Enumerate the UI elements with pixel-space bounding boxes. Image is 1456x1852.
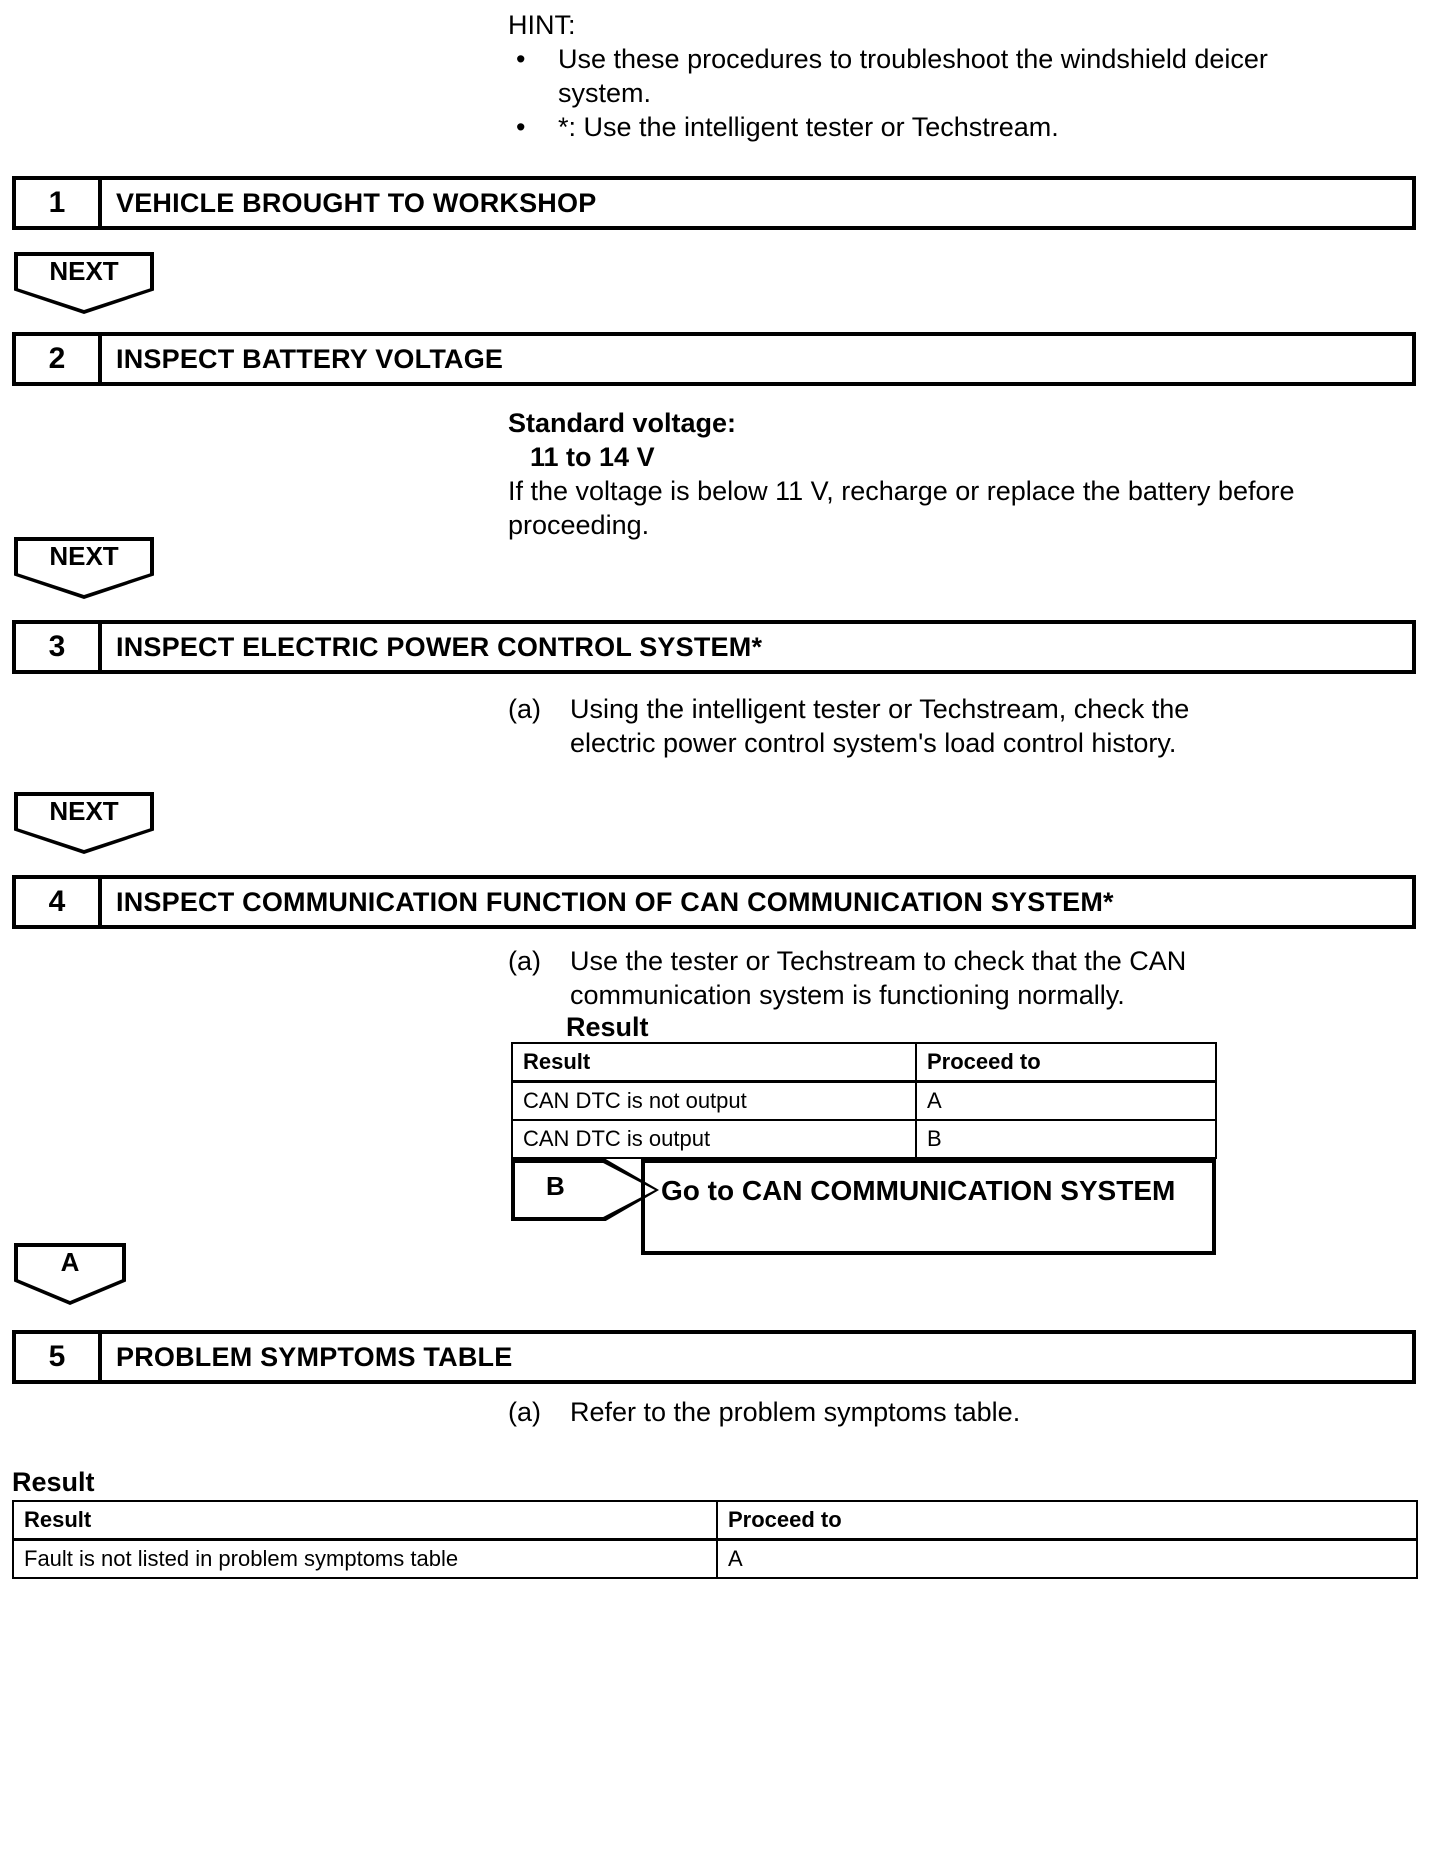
connector-a: A — [14, 1243, 126, 1305]
branch-tag-b: B — [511, 1159, 659, 1221]
step-bar-2: 2 INSPECT BATTERY VOLTAGE — [12, 332, 1416, 386]
cell-proceed-to: A — [716, 1538, 1418, 1579]
connector-label: NEXT — [49, 796, 119, 826]
step-title: VEHICLE BROUGHT TO WORKSHOP — [116, 187, 597, 218]
connector-label: A — [60, 1247, 80, 1277]
procedure-item: (a) Use the tester or Techstream to chec… — [508, 944, 1208, 1012]
table-row: CAN DTC is not output A — [511, 1080, 1217, 1121]
step-2-body: Standard voltage: 11 to 14 V If the volt… — [508, 406, 1308, 542]
bottom-result-heading: Result — [12, 1467, 95, 1497]
step-bar-4: 4 INSPECT COMMUNICATION FUNCTION OF CAN … — [12, 875, 1416, 929]
connector-next: NEXT — [14, 252, 154, 314]
bullet-icon: • — [516, 44, 526, 74]
column-header-result: Result — [511, 1042, 917, 1083]
hint-item: • Use these procedures to troubleshoot t… — [508, 42, 1268, 110]
cell-result: CAN DTC is output — [511, 1119, 917, 1159]
problem-symptoms-result-table: Result Proceed to Fault is not listed in… — [12, 1500, 1418, 1579]
hint-item-text: Use these procedures to troubleshoot the… — [558, 44, 1268, 108]
table-header-row: Result Proceed to — [511, 1042, 1217, 1083]
cell-proceed-to: A — [915, 1080, 1217, 1121]
battery-voltage-note: If the voltage is below 11 V, recharge o… — [508, 476, 1295, 540]
goto-can-communication-system-box[interactable]: Go to CAN COMMUNICATION SYSTEM — [641, 1159, 1216, 1255]
result-heading: Result — [566, 1012, 649, 1042]
step-bar-3: 3 INSPECT ELECTRIC POWER CONTROL SYSTEM* — [12, 620, 1416, 674]
step-bar-5: 5 PROBLEM SYMPTOMS TABLE — [12, 1330, 1416, 1384]
procedure-item: (a) Using the intelligent tester or Tech… — [508, 692, 1208, 760]
hint-list: • Use these procedures to troubleshoot t… — [508, 42, 1268, 144]
goto-label: Go to CAN COMMUNICATION SYSTEM — [661, 1175, 1176, 1206]
step-title: INSPECT COMMUNICATION FUNCTION OF CAN CO… — [116, 886, 1114, 917]
hint-item-text: *: Use the intelligent tester or Techstr… — [558, 112, 1059, 142]
procedure-text: Using the intelligent tester or Techstre… — [570, 694, 1190, 758]
procedure-marker: (a) — [508, 1397, 541, 1427]
standard-voltage-value: 11 to 14 V — [530, 442, 655, 472]
step-number: 4 — [16, 879, 102, 925]
connector-next: NEXT — [14, 537, 154, 599]
step-bar-1: 1 VEHICLE BROUGHT TO WORKSHOP — [12, 176, 1416, 230]
cell-result: Fault is not listed in problem symptoms … — [12, 1538, 718, 1579]
bullet-icon: • — [516, 112, 526, 142]
connector-label: NEXT — [49, 541, 119, 571]
cell-proceed-to: B — [915, 1119, 1217, 1159]
step-number: 5 — [16, 1334, 102, 1380]
step-5-body: (a) Refer to the problem symptoms table. — [508, 1395, 1208, 1429]
step-3-body: (a) Using the intelligent tester or Tech… — [508, 692, 1208, 760]
step-number: 1 — [16, 180, 102, 226]
procedure-text: Refer to the problem symptoms table. — [570, 1397, 1021, 1427]
standard-voltage-label: Standard voltage: — [508, 408, 737, 438]
step-number: 3 — [16, 624, 102, 670]
branch-tag-label: B — [546, 1171, 565, 1201]
table-row: CAN DTC is output B — [511, 1119, 1217, 1159]
table-header-row: Result Proceed to — [12, 1500, 1418, 1541]
procedure-marker: (a) — [508, 946, 541, 976]
cell-result: CAN DTC is not output — [511, 1080, 917, 1121]
hint-item: • *: Use the intelligent tester or Techs… — [508, 110, 1268, 144]
column-header-result: Result — [12, 1500, 718, 1541]
hint-block: HINT: • Use these procedures to troubles… — [508, 8, 1268, 144]
table-row: Fault is not listed in problem symptoms … — [12, 1538, 1418, 1579]
step-4-body: (a) Use the tester or Techstream to chec… — [508, 944, 1208, 1012]
column-header-proceed-to: Proceed to — [915, 1042, 1217, 1083]
step-number: 2 — [16, 336, 102, 382]
procedure-text: Use the tester or Techstream to check th… — [570, 946, 1187, 1010]
step-title: PROBLEM SYMPTOMS TABLE — [116, 1341, 513, 1372]
step-title: INSPECT BATTERY VOLTAGE — [116, 343, 504, 374]
connector-next: NEXT — [14, 792, 154, 854]
column-header-proceed-to: Proceed to — [716, 1500, 1418, 1541]
hint-title: HINT: — [508, 10, 576, 40]
procedure-marker: (a) — [508, 694, 541, 724]
step-title: INSPECT ELECTRIC POWER CONTROL SYSTEM* — [116, 631, 763, 662]
procedure-item: (a) Refer to the problem symptoms table. — [508, 1395, 1208, 1429]
connector-label: NEXT — [49, 256, 119, 286]
can-result-table: Result Proceed to CAN DTC is not output … — [511, 1042, 1217, 1159]
